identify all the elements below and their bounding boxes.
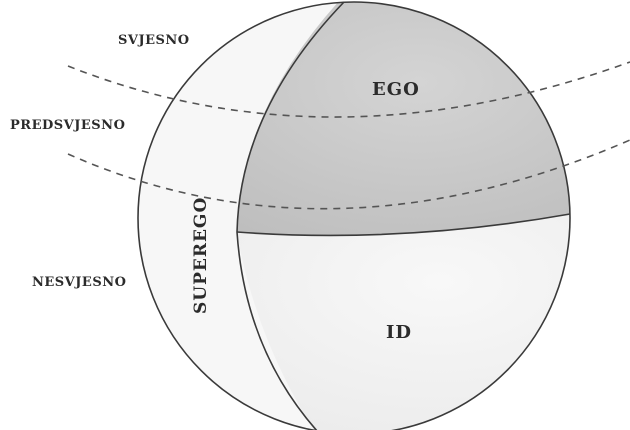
superego-boundary [236, 1, 345, 430]
unconscious-label: NESVJESNO [32, 275, 126, 290]
ego-id-boundary [236, 213, 571, 237]
conscious-preconscious-line [67, 61, 630, 118]
conscious-label: SVJESNO [118, 33, 190, 48]
sphere-outline [137, 1, 571, 430]
id-region [237, 214, 570, 430]
superego-label: SUPEREGO [191, 197, 211, 314]
preconscious-label: PREDSVJESNO [10, 118, 125, 133]
ego-label: EGO [372, 79, 420, 100]
preconscious-unconscious-line [67, 139, 630, 210]
id-label: ID [386, 322, 412, 343]
